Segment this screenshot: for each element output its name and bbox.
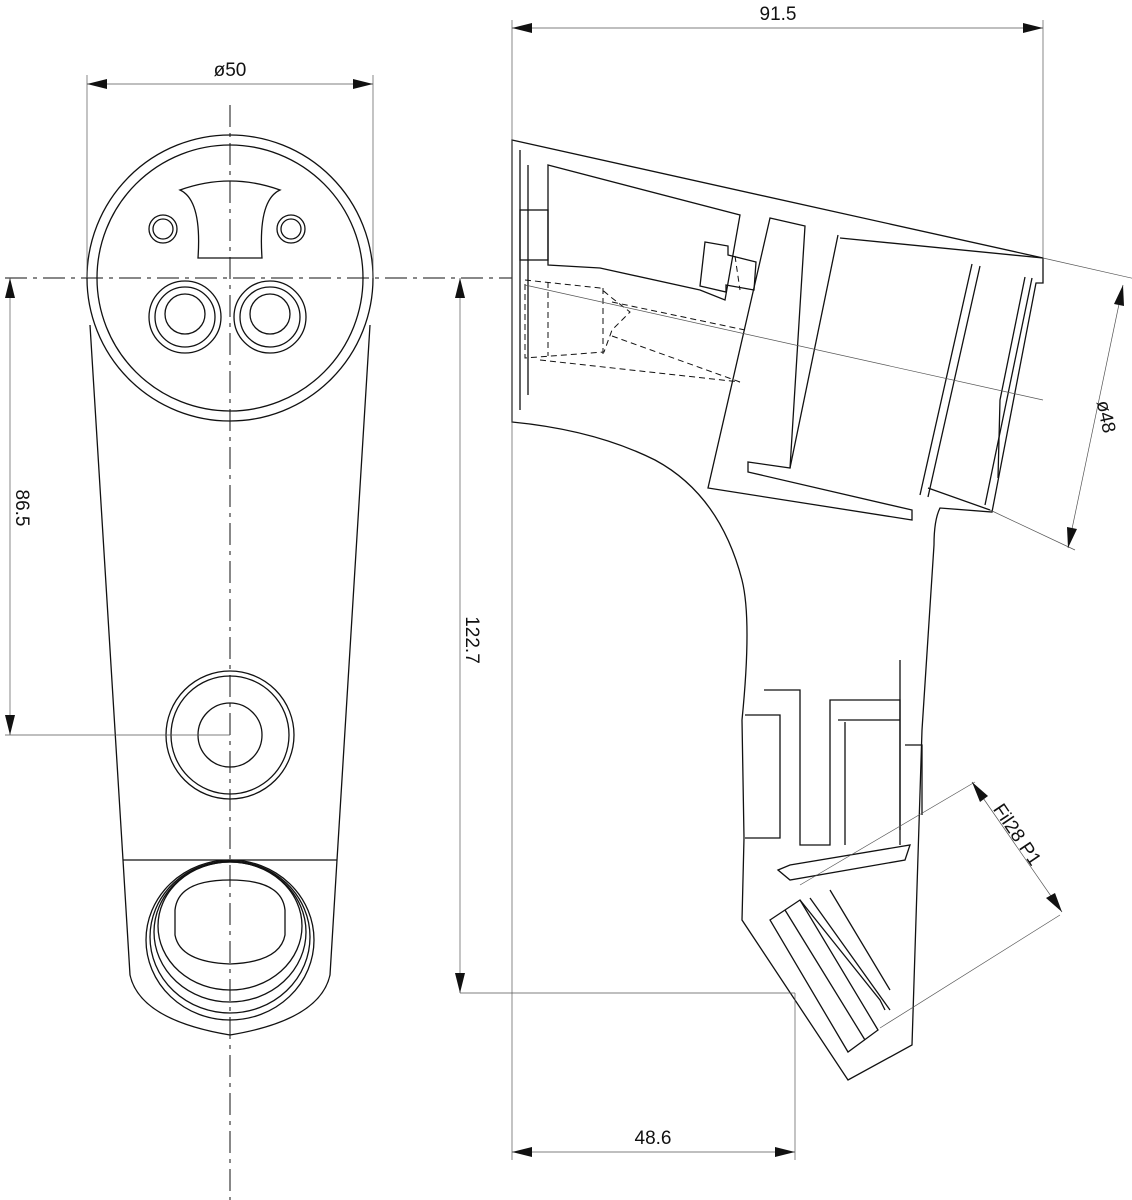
dim-offset-bottom-label: 48.6 bbox=[635, 1128, 672, 1149]
side-view-lower-fitting bbox=[776, 844, 911, 881]
side-view-lower-leg bbox=[764, 689, 901, 846]
dim-height-overall-label: 122.7 bbox=[461, 616, 482, 664]
front-view: ø50 86.5 bbox=[5, 60, 512, 1200]
port-left-outer bbox=[148, 280, 222, 354]
small-hole-left bbox=[148, 214, 178, 244]
bottom-boss-inner bbox=[174, 879, 286, 965]
port-right-outer bbox=[233, 280, 307, 354]
dim-line-thread bbox=[971, 781, 1063, 913]
dim-thread-label: Fil28 P1 bbox=[988, 800, 1044, 870]
side-view: 91.5 122.7 48.6 ø48 Fil28 P1 bbox=[455, 4, 1132, 1160]
port-right-inner bbox=[249, 293, 291, 335]
side-view-bore-axis bbox=[524, 284, 1044, 401]
dim-diameter-fitting-label: ø48 bbox=[1092, 399, 1119, 435]
dim-diameter-head-label: ø50 bbox=[214, 60, 247, 81]
head-top-slot bbox=[178, 180, 282, 259]
side-view-upper-cavity bbox=[547, 164, 741, 301]
side-view-fitting-housing bbox=[707, 217, 913, 521]
side-view-body-outline bbox=[511, 139, 1044, 1081]
dim-line-diameter-fitting bbox=[1067, 284, 1124, 549]
small-hole-right bbox=[276, 214, 306, 244]
port-left-inner bbox=[164, 293, 206, 335]
dim-width-overall-label: 91.5 bbox=[760, 4, 797, 25]
dim-height-hole-label: 86.5 bbox=[11, 490, 32, 527]
side-view-hidden-bore bbox=[524, 279, 631, 359]
